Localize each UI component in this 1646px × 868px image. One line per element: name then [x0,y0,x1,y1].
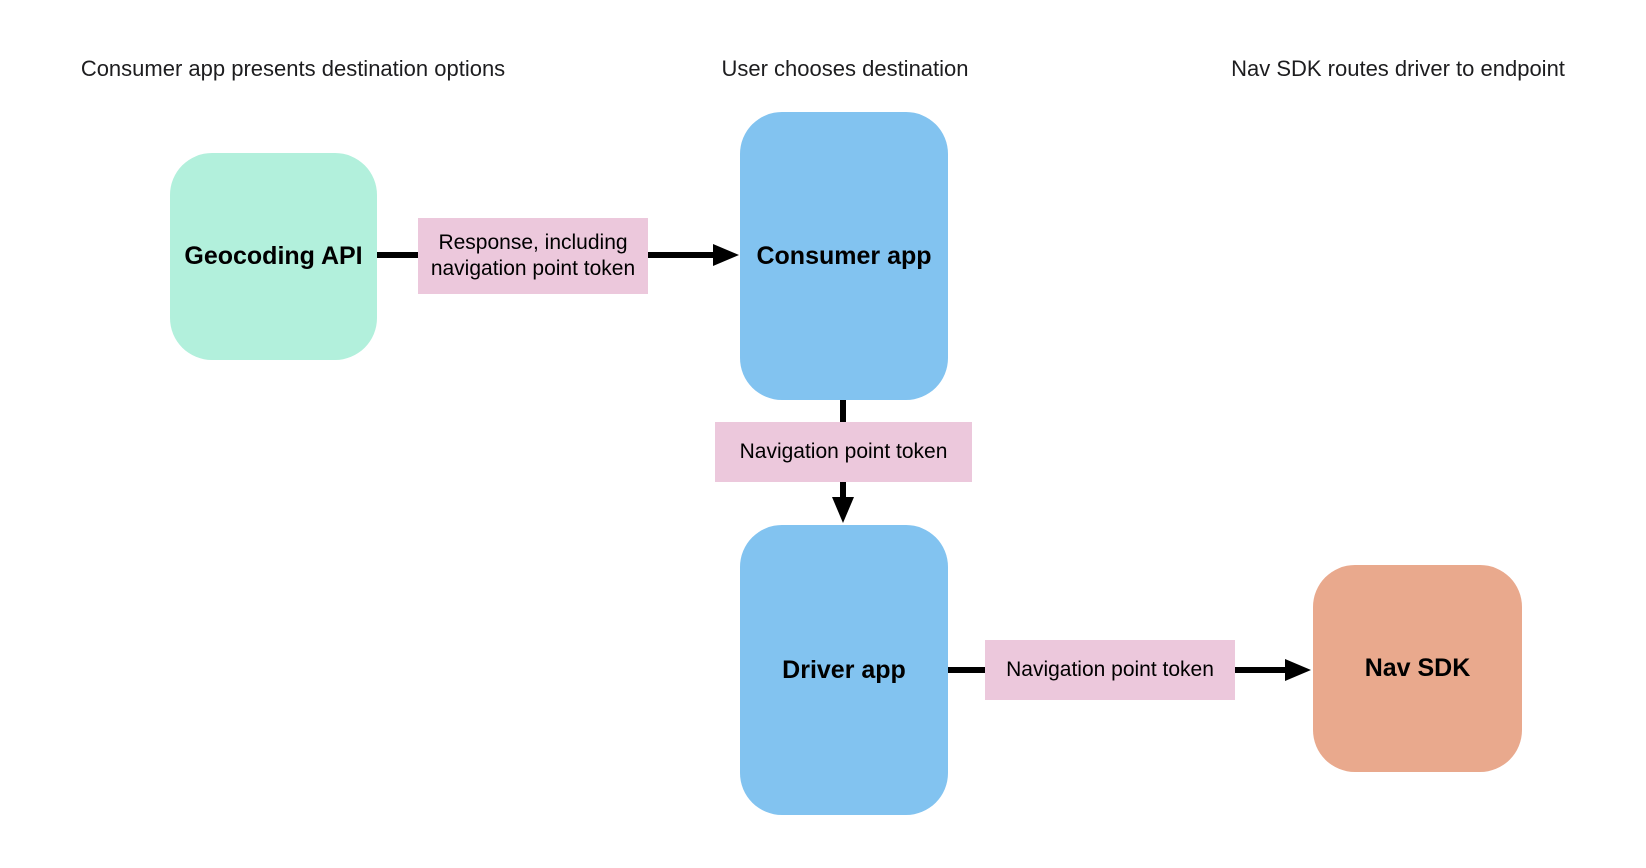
node-nav-sdk-label: Nav SDK [1364,654,1471,682]
arrowhead-down-icon [832,497,854,523]
stage-caption-route-driver: Nav SDK routes driver to endpoint [1231,56,1565,81]
node-geocoding-api: Geocoding API [170,153,377,360]
stage-caption-choose-destination: User chooses destination [721,56,969,81]
node-driver-app: Driver app [740,525,948,815]
edge-label-response-including-token: Response, including navigation point tok… [418,218,648,294]
node-consumer-app-label: Consumer app [756,241,932,270]
arrowhead-right-icon [1285,659,1311,681]
node-nav-sdk: Nav SDK [1313,565,1522,772]
stage-caption-present-options: Consumer app presents destination option… [80,56,506,81]
edge-label-navigation-point-token-horizontal: Navigation point token [985,640,1235,700]
node-consumer-app: Consumer app [740,112,948,400]
edge-label-navigation-point-token-vertical: Navigation point token [715,422,972,482]
arrowhead-right-icon [713,244,739,266]
edge-label-text: Response, including navigation point tok… [430,231,636,280]
edge-label-text: Navigation point token [1006,658,1214,682]
node-geocoding-api-label: Geocoding API [184,242,363,270]
edge-label-text: Navigation point token [739,440,948,464]
node-driver-app-label: Driver app [782,655,906,684]
